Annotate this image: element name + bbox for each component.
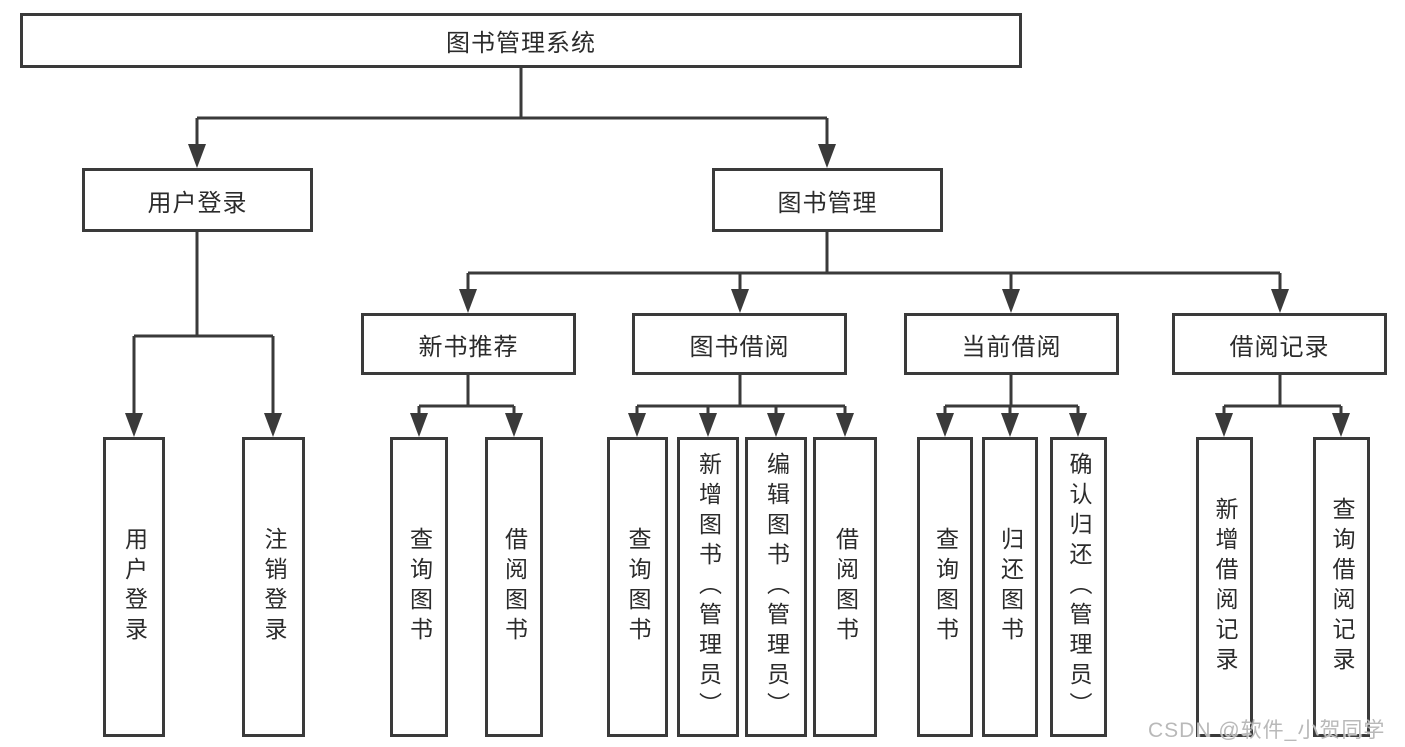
node-leaf-logout-label: 注销登录 [261, 527, 287, 647]
node-leaf-query-books-current-label: 查询图书 [932, 527, 959, 647]
node-book-management-label: 图书管理 [777, 189, 878, 217]
node-current-borrowing-label: 当前借阅 [961, 333, 1062, 361]
node-leaf-edit-books-admin: 编辑图书（管理员） [745, 437, 807, 737]
node-book-borrowing: 图书借阅 [632, 313, 847, 375]
node-new-book-recommendation-label: 新书推荐 [418, 333, 519, 361]
node-leaf-add-books-admin: 新增图书（管理员） [677, 437, 739, 737]
node-borrowing-records: 借阅记录 [1172, 313, 1387, 375]
node-leaf-return-books: 归还图书 [982, 437, 1038, 737]
node-user-login: 用户登录 [82, 168, 313, 232]
node-leaf-add-books-admin-label: 新增图书（管理员） [695, 452, 722, 722]
node-leaf-user-login-label: 用户登录 [121, 527, 148, 647]
node-leaf-query-books-borrowing-label: 查询图书 [625, 527, 651, 647]
node-leaf-logout: 注销登录 [242, 437, 305, 737]
node-leaf-confirm-return-admin-label: 确认归还（管理员） [1066, 452, 1092, 722]
node-leaf-borrow-books-borrowing-label: 借阅图书 [832, 527, 859, 647]
node-new-book-recommendation: 新书推荐 [361, 313, 576, 375]
node-leaf-borrow-books-borrowing: 借阅图书 [813, 437, 877, 737]
node-leaf-query-books-borrowing: 查询图书 [607, 437, 668, 737]
node-current-borrowing: 当前借阅 [904, 313, 1119, 375]
node-leaf-query-books-current: 查询图书 [917, 437, 973, 737]
node-user-login-label: 用户登录 [147, 189, 248, 217]
node-borrowing-records-label: 借阅记录 [1229, 333, 1330, 361]
node-leaf-query-books-recommend-label: 查询图书 [406, 527, 433, 647]
node-library-system: 图书管理系统 [20, 13, 1022, 68]
node-leaf-confirm-return-admin: 确认归还（管理员） [1050, 437, 1107, 737]
node-leaf-add-borrow-record-label: 新增借阅记录 [1212, 497, 1238, 677]
node-leaf-query-books-recommend: 查询图书 [390, 437, 448, 737]
node-leaf-user-login: 用户登录 [103, 437, 165, 737]
node-leaf-add-borrow-record: 新增借阅记录 [1196, 437, 1253, 737]
node-leaf-query-borrow-record-label: 查询借阅记录 [1329, 497, 1355, 677]
node-leaf-borrow-books-recommend: 借阅图书 [485, 437, 543, 737]
node-book-borrowing-label: 图书借阅 [689, 333, 790, 361]
node-leaf-return-books-label: 归还图书 [997, 527, 1024, 647]
node-book-management: 图书管理 [712, 168, 943, 232]
watermark: CSDN @软件_小贺同学 [1148, 719, 1386, 742]
node-library-system-label: 图书管理系统 [446, 30, 596, 57]
node-leaf-query-borrow-record: 查询借阅记录 [1313, 437, 1370, 737]
node-leaf-edit-books-admin-label: 编辑图书（管理员） [763, 452, 790, 722]
node-leaf-borrow-books-recommend-label: 借阅图书 [501, 527, 528, 647]
